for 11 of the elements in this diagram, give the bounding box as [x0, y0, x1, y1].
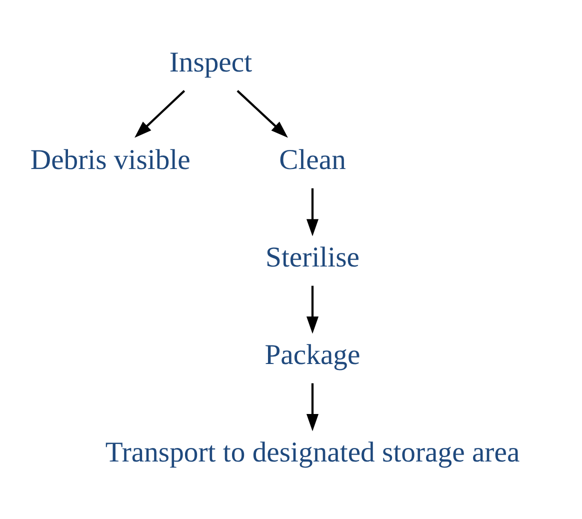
node-text: Inspect: [169, 46, 252, 79]
arrow: [236, 90, 288, 138]
arrow: [306, 286, 319, 334]
node-text: Clean: [279, 144, 346, 176]
arrow: [134, 90, 186, 138]
node-text: Package: [264, 339, 360, 372]
arrow: [306, 188, 319, 236]
node-text: Debris visible: [30, 144, 190, 176]
node-text: Sterilise: [266, 242, 360, 274]
node-text: Transport to designated storage area: [105, 436, 520, 469]
arrow: [306, 383, 319, 432]
